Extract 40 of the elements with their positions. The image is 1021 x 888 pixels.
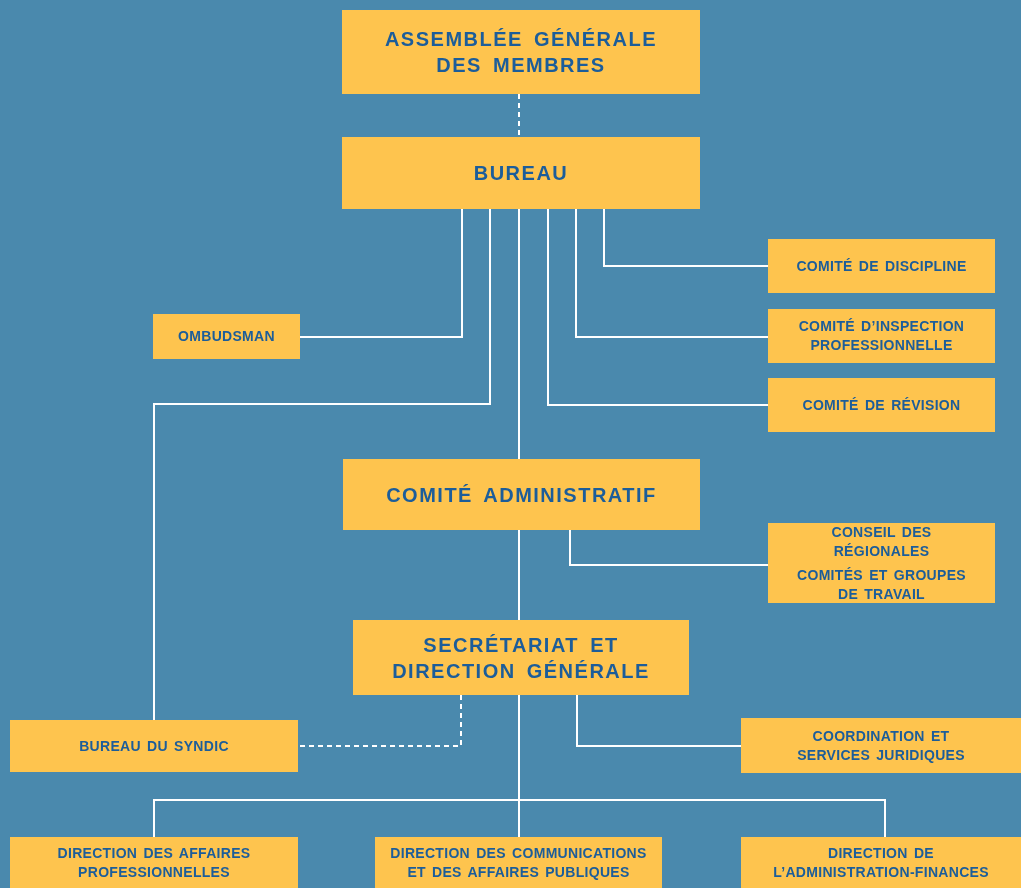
box-label: COMITÉS ET GROUPES DE TRAVAIL: [796, 565, 967, 604]
connector-line: [569, 529, 769, 566]
box-label: CONSEIL DES RÉGIONALES: [830, 522, 933, 561]
org-box: [375, 837, 662, 888]
org-box: [741, 718, 1021, 773]
box-label: COMITÉ ADMINISTRATIF: [386, 482, 657, 508]
box-label: COMITÉ D’INSPECTION PROFESSIONNELLE: [797, 317, 966, 355]
connector-line: [297, 694, 462, 747]
connector-line: [518, 93, 520, 138]
box-label: DIRECTION DES COMMUNICATIONS ET DES AFFAIRES PUBLIQUES: [389, 843, 648, 882]
connector-line: [518, 529, 520, 621]
connector-line: [547, 208, 769, 406]
box-label: DIRECTION DES AFFAIRES PROFESSIONNELLES: [56, 843, 252, 882]
org-box: [768, 239, 995, 293]
org-box: [153, 314, 300, 359]
org-box: [768, 378, 995, 432]
org-box: [10, 837, 298, 888]
org-box: [768, 523, 995, 603]
box-label: SECRÉTARIAT ET DIRECTION GÉNÉRALE: [391, 632, 651, 684]
box-label: OMBUDSMAN: [178, 327, 275, 346]
org-box: [343, 459, 700, 530]
org-box: [342, 137, 700, 209]
connector-line: [575, 208, 769, 338]
org-box: [741, 837, 1021, 888]
org-box: [353, 620, 689, 695]
connector-line: [576, 694, 742, 747]
box-label: COMITÉ DE RÉVISION: [802, 395, 961, 415]
connector-line: [518, 208, 520, 460]
connector-line: [299, 208, 463, 338]
box-label: COORDINATION ET SERVICES JURIDIQUES: [796, 726, 966, 765]
box-label: BUREAU: [473, 161, 569, 186]
box-label: ASSEMBLÉE GÉNÉRALE DES MEMBRES: [383, 27, 659, 78]
org-box: [342, 10, 700, 94]
org-box: [10, 720, 298, 772]
box-label: DIRECTION DE L’ADMINISTRATION-FINANCES: [772, 843, 990, 882]
connector-line: [603, 208, 769, 267]
org-box: [768, 309, 995, 363]
box-label: BUREAU DU SYNDIC: [79, 736, 229, 756]
box-label: COMITÉ DE DISCIPLINE: [796, 256, 967, 276]
connector-line: [153, 208, 491, 721]
